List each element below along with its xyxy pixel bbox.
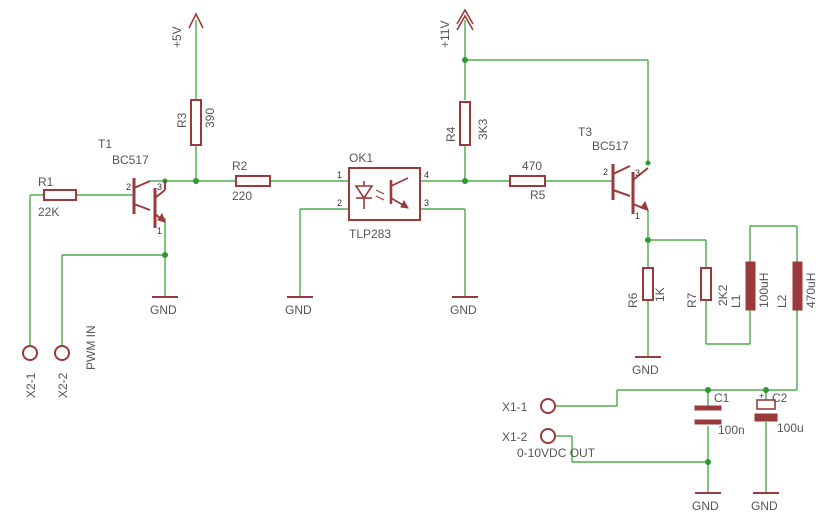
resistor-r3: R3 390 <box>175 99 217 146</box>
power-11v-label: +11V <box>438 21 452 48</box>
capacitor-c2: + C2 100u <box>754 391 804 435</box>
junction-c1 <box>705 387 711 393</box>
t1-pin-2: 2 <box>126 182 131 192</box>
junction-t3-collector <box>645 160 651 166</box>
ok1-value: TLP283 <box>349 227 391 241</box>
ground-t1: GND <box>150 296 178 317</box>
t3-pin-3: 3 <box>635 168 640 178</box>
resistor-r7: R7 2K2 <box>685 267 730 308</box>
resistor-r6: R6 1K <box>626 267 667 308</box>
t3-name: T3 <box>578 125 592 139</box>
r1-value: 22K <box>38 205 59 219</box>
gnd-label-t1: GND <box>150 303 177 317</box>
junction-out-gnd <box>705 459 711 465</box>
junction-t1-collector <box>193 178 199 184</box>
l1-value: 100uH <box>757 273 771 308</box>
r3-value: 390 <box>203 108 217 128</box>
transistor-t1: T1 BC517 2 3 1 <box>98 137 166 236</box>
ground-ok1-right: GND <box>450 296 478 317</box>
t3-pin-2: 2 <box>603 167 608 177</box>
resistor-r2: R2 220 <box>232 159 271 203</box>
r2-value: 220 <box>232 189 252 203</box>
r5-value: 470 <box>522 159 542 173</box>
power-11v-symbol: +11V <box>438 8 474 48</box>
ok1-name: OK1 <box>349 151 373 165</box>
ground-ok1-left: GND <box>285 296 313 317</box>
connector-x1-1: X1-1 <box>502 398 556 414</box>
ground-c1: GND <box>692 492 721 513</box>
l2-name: L2 <box>775 294 789 308</box>
connector-x2-1: X2-1 <box>22 345 38 398</box>
c1-value: 100n <box>718 423 745 437</box>
x2-1-label: X2-1 <box>24 372 38 398</box>
connector-x1-2: X1-2 0-10VDC OUT <box>502 428 596 460</box>
ok1-pin-2: 2 <box>337 198 342 208</box>
power-5v-label: +5V <box>170 26 184 48</box>
connector-x2-2: X2-2 PWM IN <box>54 325 98 398</box>
c2-name: C2 <box>772 391 788 405</box>
r1-name: R1 <box>38 175 54 189</box>
r7-name: R7 <box>685 292 699 308</box>
wires <box>29 20 798 492</box>
ground-c2: GND <box>751 492 779 513</box>
gnd-label-c1: GND <box>692 499 719 513</box>
x2-2-label: X2-2 <box>56 372 70 398</box>
t1-value: BC517 <box>112 153 149 167</box>
t3-value: BC517 <box>592 139 629 153</box>
r6-value: 1K <box>653 287 667 302</box>
gnd-label-r6: GND <box>632 363 659 377</box>
t1-pin-3: 3 <box>157 182 162 192</box>
junctions <box>162 57 769 465</box>
junction-c2 <box>763 387 769 393</box>
c2-value: 100u <box>777 421 804 435</box>
gnd-label-ok1-right: GND <box>450 303 477 317</box>
t1-pin-1: 1 <box>157 226 162 236</box>
junction-11v <box>462 57 468 63</box>
gnd-label-ok1-left: GND <box>285 303 312 317</box>
ok1-pin-3: 3 <box>424 198 429 208</box>
r5-name: R5 <box>530 188 546 202</box>
r4-name: R4 <box>444 126 458 142</box>
ok1-pin-1: 1 <box>337 170 342 180</box>
output-label: 0-10VDC OUT <box>517 446 596 460</box>
inductor-l2: L2 470uH <box>775 261 818 311</box>
capacitor-c1: C1 100n <box>694 391 745 437</box>
r6-name: R6 <box>626 292 640 308</box>
t3-pin-1: 1 <box>635 211 640 221</box>
l1-name: L1 <box>729 294 743 308</box>
gnd-label-c2: GND <box>751 499 778 513</box>
junction-ok1-pin4 <box>462 178 468 184</box>
ground-r6: GND <box>632 356 661 377</box>
power-5v-symbol: +5V <box>170 12 204 48</box>
resistor-r1: R1 22K <box>38 175 77 219</box>
x1-1-label: X1-1 <box>502 400 528 414</box>
t1-name: T1 <box>98 137 112 151</box>
r2-name: R2 <box>232 159 248 173</box>
pwm-in-label: PWM IN <box>84 325 98 370</box>
transistor-t3: T3 BC517 2 3 1 <box>578 125 649 221</box>
l2-value: 470uH <box>804 273 818 308</box>
x1-2-label: X1-2 <box>502 430 528 444</box>
c2-plus-sign: + <box>759 391 764 401</box>
optocoupler-ok1: OK1 TLP283 1 2 3 4 <box>337 151 429 241</box>
resistor-r4: R4 3K3 <box>444 101 490 146</box>
inductor-l1: L1 100uH <box>729 261 771 311</box>
r4-value: 3K3 <box>476 118 490 140</box>
junction-t1-gnd <box>162 252 168 258</box>
junction-t3-emitter <box>645 237 651 243</box>
r7-value: 2K2 <box>716 284 730 306</box>
c1-name: C1 <box>714 391 730 405</box>
ok1-pin-4: 4 <box>424 170 429 180</box>
resistor-r5: 470 R5 <box>509 159 546 202</box>
r3-name: R3 <box>175 112 189 128</box>
